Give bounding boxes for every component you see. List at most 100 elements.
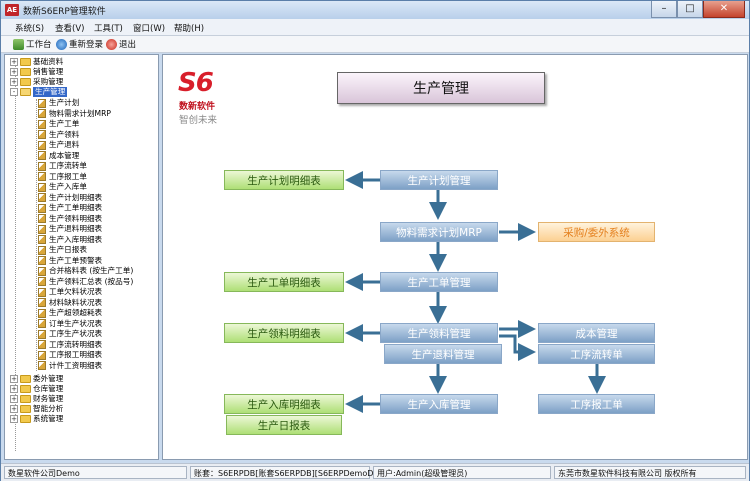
status-account: 账套：S6ERPDB[账套S6ERPDB][S6ERPDemoDB] [190,466,382,479]
tree-item-production-child[interactable]: 生产超领超耗表 [38,308,102,318]
tree-item-outsourcing[interactable]: + 委外管理 [10,374,63,384]
tree-item-production-child[interactable]: 合并格料表 (按生产工单) [38,266,133,276]
maximize-button[interactable]: □ [677,1,703,18]
menu-help[interactable]: 帮助(H) [174,24,205,34]
tree-label: 财务管理 [33,394,64,403]
close-button[interactable]: ✕ [703,1,745,18]
document-icon [38,287,46,297]
expander-icon[interactable]: + [10,415,18,423]
folder-icon [20,405,31,413]
document-icon [38,361,46,370]
stock-in-node[interactable]: 生产入库管理 [380,394,498,414]
logo-slogan: 智创未来 [179,115,218,126]
menu-window[interactable]: 窗口(W) [133,24,166,34]
folder-icon [20,68,31,76]
tree-item-production-child[interactable]: 材料缺料状况表 [38,298,102,308]
expander-icon[interactable]: + [10,385,18,393]
tree-item-production-child[interactable]: 生产退料明细表 [38,224,102,234]
tree-item-production-child[interactable]: 生产工单明细表 [38,203,102,213]
expander-icon[interactable]: + [10,395,18,403]
tree-item-production-child[interactable]: 工序流转明细表 [38,340,102,350]
tree-label: 工序流转单 [49,161,87,170]
minimize-button[interactable]: – [651,1,677,18]
workbench-button[interactable]: 工作台 [13,38,52,50]
tree-item-production[interactable]: - 生产管理 [10,87,68,97]
tree-item-production-child[interactable]: 工序报工明细表 [38,350,102,360]
window-title: 数新S6ERP管理软件 [23,7,106,17]
tree-label: 成本管理 [49,150,80,160]
tree-item-production-child[interactable]: 生产退料 [38,140,79,150]
tree-item-production-child[interactable]: 工序流转单 [38,161,87,171]
tree-label: 生产领料 [49,129,80,139]
tree-label: 仓库管理 [33,384,64,393]
toolbar: 工作台 重新登录 退出 [1,36,749,53]
expander-icon[interactable]: + [10,405,18,413]
tree-item-production-child[interactable]: 生产工单预警表 [38,256,102,266]
expander-icon[interactable]: + [10,375,18,383]
tree-item-production-child[interactable]: 订单生产状况表 [38,319,102,329]
tree-item-production-child[interactable]: 生产入库明细表 [38,235,102,245]
tree-item-sales[interactable]: + 销售管理 [10,67,63,77]
tree-item-warehouse[interactable]: + 仓库管理 [10,384,63,394]
expander-icon[interactable]: + [10,58,18,66]
tree-label: 销售管理 [33,67,64,76]
exit-label: 退出 [119,40,137,50]
expander-icon[interactable]: - [10,88,18,96]
purchase-outsourcing-node[interactable]: 采购/委外系统 [538,222,655,242]
refresh-icon [56,38,67,50]
tree-label: 生产工单明细表 [49,203,103,212]
tree-label: 合并格料表 (按生产工单) [49,266,134,275]
tree-item-finance[interactable]: + 财务管理 [10,394,63,404]
expander-icon[interactable]: + [10,78,18,86]
tree-label: 生产计划明细表 [49,192,103,202]
menu-view[interactable]: 查看(V) [55,24,85,34]
navigation-tree: + 基础资料 + 销售管理 + 采购管理 - 生产管理 生产计划物料需求计划MR… [4,54,159,460]
process-report-node[interactable]: 工序报工单 [538,394,655,414]
mrp-node[interactable]: 物料需求计划MRP [380,222,498,242]
tree-label: 生产日报表 [49,245,87,254]
tree-item-basic-data[interactable]: + 基础资料 [10,57,63,67]
tree-item-production-child[interactable]: 生产日报表 [38,245,87,255]
tree-label: 生产入库单 [49,182,87,191]
tree-label: 智能分析 [33,404,64,413]
tree-item-production-child[interactable]: 生产领料明细表 [38,214,102,224]
picking-detail-node[interactable]: 生产领料明细表 [224,323,344,343]
material-picking-node[interactable]: 生产领料管理 [380,323,498,343]
workbench-icon [13,38,24,50]
tree-label: 工单欠料状况表 [49,287,103,296]
tree-item-production-child[interactable]: 生产入库单 [38,182,87,192]
menu-tools[interactable]: 工具(T) [94,24,123,34]
plan-detail-node[interactable]: 生产计划明细表 [224,170,344,190]
relogin-button[interactable]: 重新登录 [56,38,103,50]
tree-item-purchase[interactable]: + 采购管理 [10,77,63,87]
tree-label: 采购管理 [33,77,64,86]
tree-item-production-child[interactable]: 生产领料汇总表 (按品号) [38,277,133,287]
daily-report-node[interactable]: 生产日报表 [226,415,342,435]
expander-icon[interactable]: + [10,68,18,76]
tree-item-production-child[interactable]: 生产计划明细表 [38,193,102,203]
production-plan-node[interactable]: 生产计划管理 [380,170,498,190]
tree-item-analytics[interactable]: + 智能分析 [10,404,63,414]
menu-system[interactable]: 系统(S) [15,24,45,34]
cost-management-node[interactable]: 成本管理 [538,323,655,343]
tree-item-production-child[interactable]: 生产工单 [38,119,79,129]
tree-item-system[interactable]: + 系统管理 [10,414,63,424]
tree-item-production-child[interactable]: 工序报工单 [38,172,87,182]
document-icon [38,277,46,286]
tree-item-production-child[interactable]: 物料需求计划MRP [38,109,111,119]
document-icon [38,119,46,129]
exit-button[interactable]: 退出 [106,38,136,50]
tree-item-production-child[interactable]: 计件工资明细表 [38,361,102,371]
work-order-detail-node[interactable]: 生产工单明细表 [224,272,344,292]
tree-item-production-child[interactable]: 成本管理 [38,151,79,161]
tree-item-production-child[interactable]: 工单欠料状况表 [38,287,102,297]
tree-item-production-child[interactable]: 工序生产状况表 [38,329,102,339]
tree-item-production-child[interactable]: 生产领料 [38,130,79,140]
folder-icon [20,58,31,66]
work-order-node[interactable]: 生产工单管理 [380,272,498,292]
process-flow-node[interactable]: 工序流转单 [538,344,655,364]
folder-icon [20,375,31,383]
material-return-node[interactable]: 生产退料管理 [384,344,502,364]
tree-item-production-child[interactable]: 生产计划 [38,98,79,108]
stock-in-detail-node[interactable]: 生产入库明细表 [224,394,344,414]
